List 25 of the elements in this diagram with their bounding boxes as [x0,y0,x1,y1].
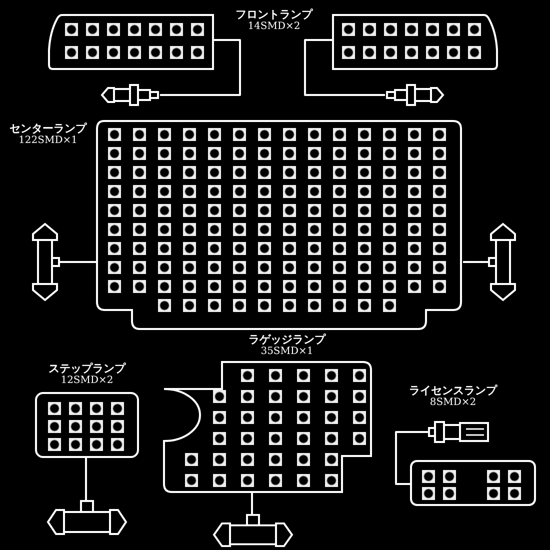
bulb-socket-drawing [100,82,160,108]
wire [60,261,96,263]
lamp-name: ラゲッジランプ [248,333,326,346]
wire [463,261,488,263]
led-board-drawing [410,460,536,506]
wire [85,457,87,500]
festoon-bulb-drawing [30,222,60,302]
led-count: 12SMD×2 [60,375,114,387]
wire [395,431,428,485]
led-board-drawing [48,14,214,70]
festoon-bulb-drawing [488,222,518,302]
led-board-drawing [332,14,498,70]
lamp-name: センターランプ [10,122,86,135]
wire [160,39,241,96]
festoon-bulb-drawing [212,514,294,548]
led-count: 122SMD×1 [18,135,78,147]
bulb-socket-drawing [385,82,445,108]
led-count: 14SMD×2 [248,21,300,33]
wire [304,39,385,96]
lamp-name: ライセンスランプ [409,384,497,397]
led-count: 35SMD×1 [260,346,314,358]
lamp-name: フロントランプ [236,8,312,21]
lamp-name: ステップランプ [48,362,126,375]
led-count: 8SMD×2 [430,397,476,409]
wire [251,493,253,514]
